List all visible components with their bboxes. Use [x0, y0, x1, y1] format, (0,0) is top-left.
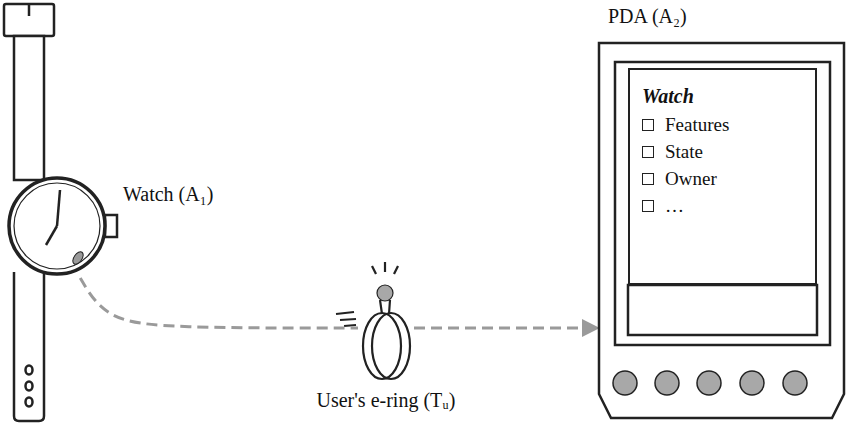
watch-bezel: [14, 183, 100, 269]
lower-strap: [14, 272, 44, 421]
motion-lines: [336, 312, 356, 326]
ring-band: [363, 313, 401, 379]
watch-crown: [105, 215, 117, 237]
menu-item: …: [665, 194, 684, 218]
menu-item: State: [665, 140, 703, 164]
watch-tag: [71, 250, 86, 266]
watch-buckle: [4, 4, 54, 36]
checkbox-square: [642, 200, 654, 212]
screen-lower-panel: [628, 285, 817, 335]
strap-hole: [26, 382, 33, 391]
watch-figure: Watch (A₁): [5, 174, 119, 278]
pda-button: [740, 371, 764, 395]
menu-row: Owner: [642, 165, 803, 192]
dashed-connector: [414, 327, 598, 330]
ring-band: [372, 313, 410, 379]
menu-row: State: [642, 138, 803, 165]
e-ring-figure-outline: [358, 278, 414, 384]
pda-button: [655, 371, 679, 395]
sparkle-line: [372, 266, 376, 274]
strap-hole: [26, 366, 33, 375]
pda-button: [613, 371, 637, 395]
ring-group: [363, 262, 410, 379]
panel-heading: Watch: [642, 84, 803, 108]
sparkle-line: [384, 262, 386, 272]
checkbox-square: [642, 173, 654, 185]
part-label: User's e-ring (Tᵤ): [317, 388, 456, 412]
menu-item: Owner: [665, 167, 717, 191]
pda-button: [697, 371, 721, 395]
sparkle-line: [394, 266, 398, 274]
pda-screen: [615, 62, 830, 345]
watch-figure-outline: [5, 174, 119, 278]
screen-panel: WatchFeaturesStateOwner …: [628, 68, 817, 285]
pda-body: [599, 43, 844, 418]
watch-hand: [57, 190, 60, 226]
checkbox-square: [642, 119, 654, 131]
buckle-pin: [28, 4, 31, 16]
watch-hand: [46, 226, 57, 245]
motion-line: [336, 312, 354, 314]
checkbox-square: [642, 146, 654, 158]
watch-face-group: [9, 178, 117, 274]
menu-item: Features: [665, 113, 729, 137]
motion-line: [340, 319, 356, 320]
watch-face: [9, 178, 105, 274]
dashed-connector: [80, 278, 358, 328]
part-label: Watch (A₁): [123, 182, 213, 206]
pda-device: PDA (A₂)WatchFeaturesStateOwner…: [598, 42, 845, 419]
pda-button: [783, 371, 807, 395]
ring-mount: [380, 300, 390, 314]
upper-strap: [14, 36, 44, 180]
e-ring-figure: User's e-ring (Tᵤ): [358, 278, 414, 384]
menu-row: Features: [642, 111, 803, 138]
strap-hole: [26, 398, 33, 407]
ring-gem: [377, 285, 393, 301]
menu-row: …: [642, 192, 803, 219]
motion-line: [344, 325, 356, 326]
pda-group: [599, 43, 844, 418]
part-label: PDA (A₂): [608, 4, 687, 28]
